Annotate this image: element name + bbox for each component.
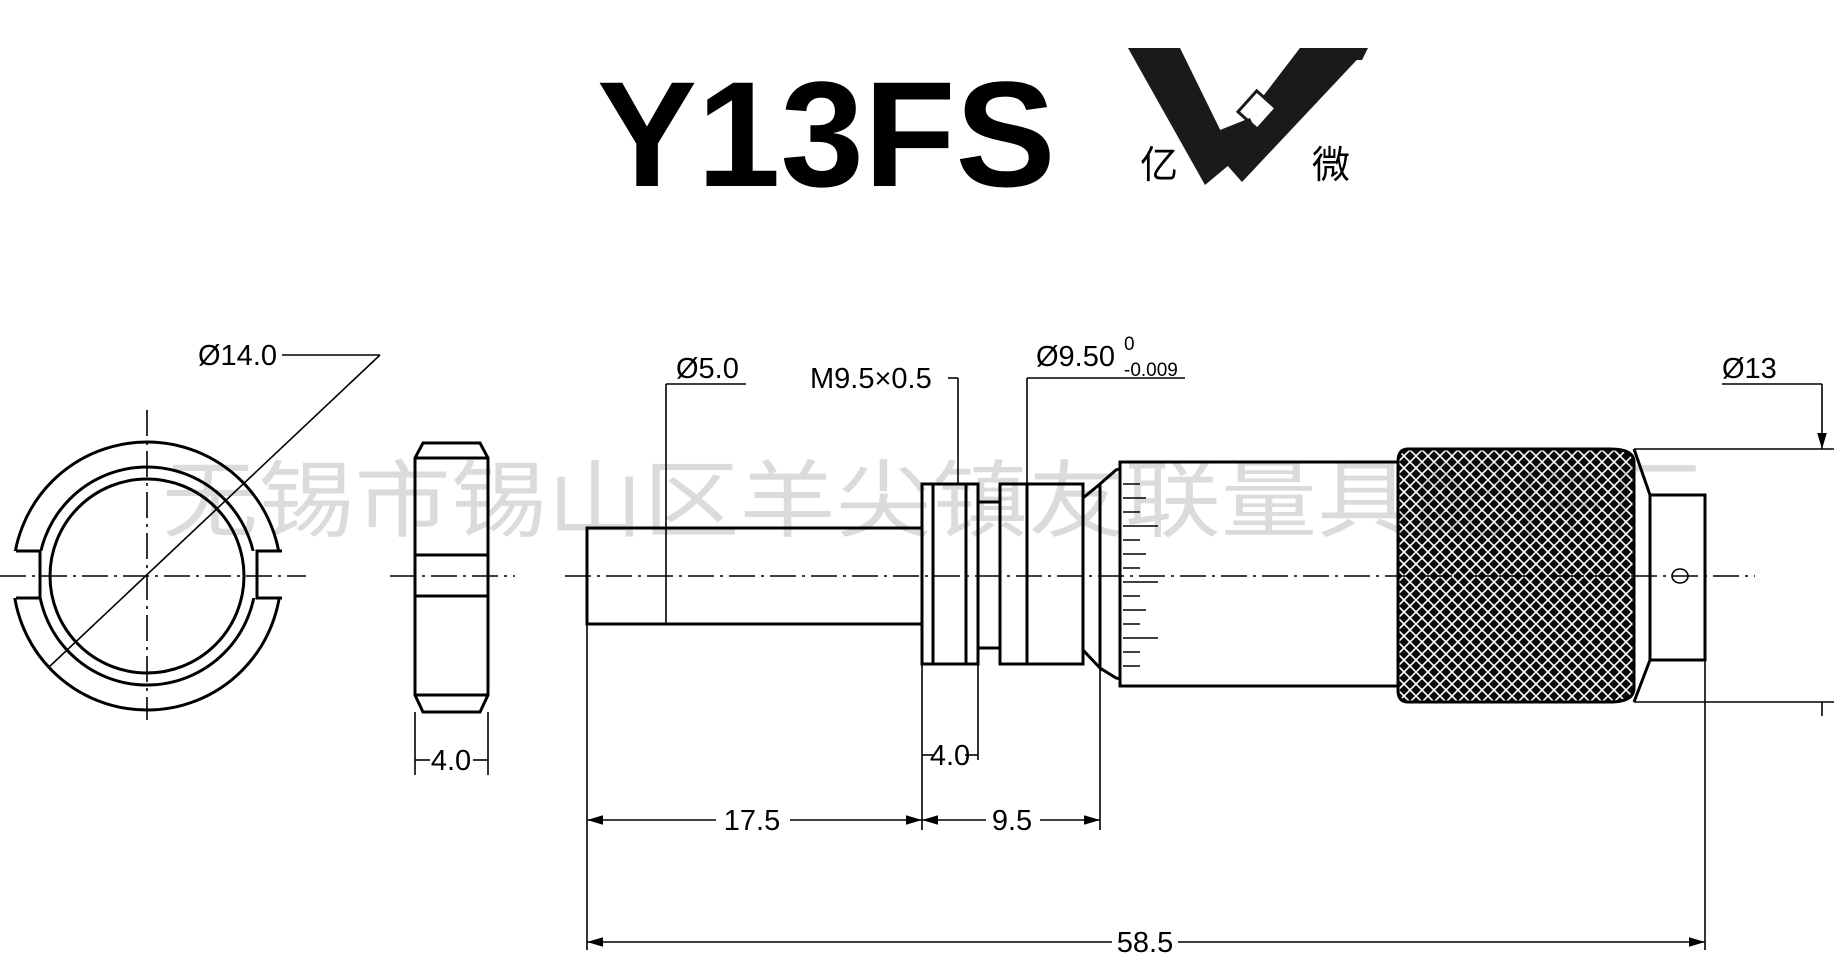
dim-barrel-diameter: Ø9.50 [1036,341,1115,373]
logo-char-right: 微 [1312,143,1350,187]
dim-barrel-tol-lower: -0.009 [1124,360,1178,381]
dim-barrel-tol-upper: 0 [1124,334,1135,355]
dim-thread: M9.5×0.5 [810,363,932,395]
product-title: Y13FS [597,50,1056,218]
dim-nut-diameter: Ø14.0 [198,340,277,372]
micrometer-head-side-view [565,447,1755,704]
dimension-annotations: Ø5.0 M9.5×0.5 Ø9.50 0 -0.009 Ø13 4.0 17.… [586,334,1834,959]
watermark: 无锡市锡山区羊尖镇友联量具配件厂 [162,452,1702,550]
yiwei-logo-icon: 亿 微 [1128,48,1368,187]
lock-nut-side-view: 4.0 [390,441,515,777]
logo-char-left: 亿 [1140,143,1178,187]
dim-spindle-diameter: Ø5.0 [676,353,739,385]
lock-nut-front-view: Ø14.0 [0,340,381,720]
dim-thimble-diameter: Ø13 [1722,353,1777,385]
dim-thread-length: 4.0 [930,740,970,772]
dim-spindle-length: 17.5 [724,805,780,837]
dim-overall-length: 58.5 [1117,927,1173,959]
dim-barrel-length: 9.5 [992,805,1032,837]
dim-nut-thickness: 4.0 [431,745,471,777]
